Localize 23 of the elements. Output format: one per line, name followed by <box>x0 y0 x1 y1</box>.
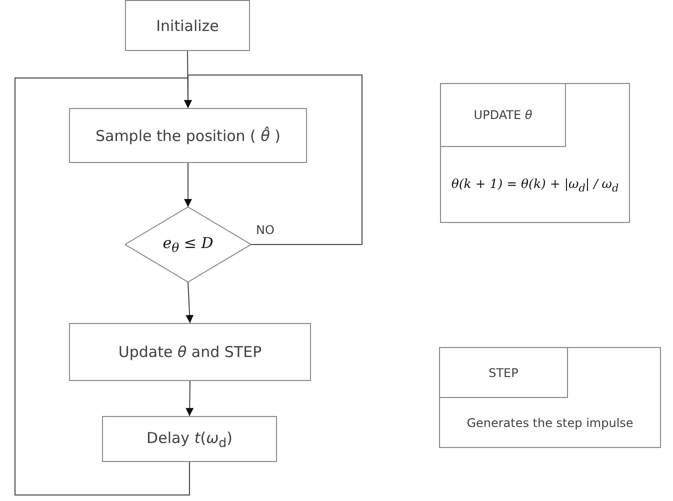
panel <box>439 347 661 448</box>
process-box <box>102 416 277 462</box>
condition-formula: e$_{θ}$ ≤ D <box>162 234 214 255</box>
process-box <box>439 347 568 398</box>
edge-label: NO <box>255 222 276 236</box>
process-box <box>440 83 566 147</box>
box-label: UPDATE θ <box>474 108 532 122</box>
box-label: STEP <box>488 366 518 380</box>
arrow <box>186 380 194 416</box>
arrow <box>186 282 194 324</box>
formula: θ(k + 1) = θ(k) + |ω$_{d}$| / ω$_{d}$ <box>451 176 619 194</box>
process-box <box>69 323 311 381</box>
process-box <box>69 108 307 163</box>
box-label: Sample the position ( θ̂ ) <box>95 126 280 144</box>
box-label: Generates the step impulse <box>466 416 634 430</box>
arrow <box>184 162 192 208</box>
box-label: Update θ and STEP <box>118 343 262 361</box>
panel <box>440 83 630 223</box>
box-label: Delay t(ω$_{d}$) <box>146 428 232 450</box>
process-box <box>125 0 250 51</box>
decision-diamond <box>125 207 251 282</box>
arrow <box>14 78 192 496</box>
box-label: Initialize <box>156 16 219 34</box>
